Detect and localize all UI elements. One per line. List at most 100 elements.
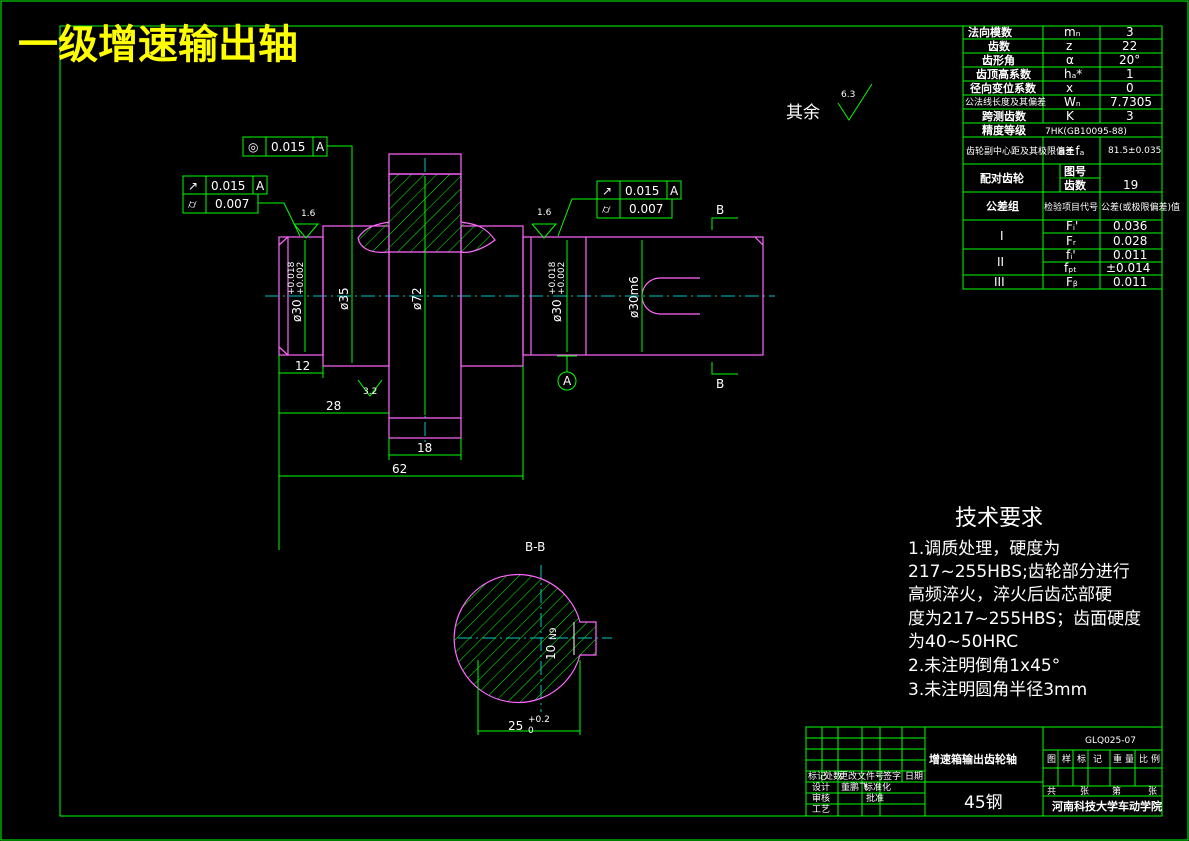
tolerance-value: 0.011 bbox=[1113, 275, 1147, 289]
dim-len-62: 62 bbox=[392, 462, 407, 476]
designer: 董鹏飞 bbox=[841, 781, 868, 793]
dim-d-30m6: ø30m6 bbox=[627, 276, 641, 318]
part-name: 增速箱输出齿轮轴 bbox=[929, 752, 1017, 766]
tf3b-symbol: ⌭ bbox=[602, 202, 611, 216]
tolerance-frame-3 bbox=[557, 180, 682, 237]
gear-section-hatch bbox=[357, 173, 496, 253]
section-width: 25 bbox=[508, 719, 523, 733]
datum-circle bbox=[557, 371, 577, 391]
tolerance-symbol: fₚₜ bbox=[1064, 261, 1077, 275]
left-label: 日期 bbox=[905, 771, 923, 782]
tf3-datum: A bbox=[670, 184, 679, 198]
tolerance-frame-1 bbox=[242, 136, 353, 228]
tf3-symbol: ↗ bbox=[602, 184, 612, 198]
tolerance-frame-2 bbox=[182, 175, 301, 237]
dim-len-18: 18 bbox=[417, 441, 432, 455]
gear-param-value: 0 bbox=[1126, 81, 1134, 95]
section-cut-mark bbox=[711, 362, 738, 375]
tf1-value: 0.015 bbox=[271, 140, 305, 154]
header-label: 比 bbox=[1139, 753, 1148, 765]
section-b-b-profile bbox=[453, 573, 597, 704]
tech-req-title: 技术要求 bbox=[955, 506, 1043, 531]
section-key-width: 10 bbox=[544, 645, 558, 660]
dim-d-35: ø35 bbox=[337, 287, 351, 310]
gear-param-spec: 7HK(GB10095-88) bbox=[1045, 127, 1127, 137]
gear-param-name: 配对齿轮 bbox=[980, 171, 1024, 185]
section-width-lo: 0 bbox=[528, 726, 534, 736]
tf1-symbol: ◎ bbox=[248, 140, 258, 154]
gear-param-name: 齿形角 bbox=[982, 53, 1015, 67]
tf2-datum: A bbox=[256, 179, 265, 193]
left-label: 标准化 bbox=[864, 781, 891, 793]
tolerance-symbol: Fᵢ' bbox=[1066, 219, 1078, 233]
left-label: 设计 bbox=[812, 781, 830, 793]
tolerance-group: III bbox=[994, 275, 1005, 289]
left-label: 更改文件号 bbox=[839, 770, 884, 782]
section-cut-mark bbox=[711, 217, 738, 230]
gear-param-name: 公差组 bbox=[986, 199, 1019, 213]
section-key-tol: N9 bbox=[549, 627, 559, 640]
gear-param-symbol: x bbox=[1066, 81, 1073, 95]
tolerance-value: ±0.014 bbox=[1106, 261, 1150, 275]
dim-d-right-tol: +0.002 bbox=[557, 262, 567, 295]
tolerance-symbol: Fᵣ bbox=[1066, 234, 1077, 248]
sheet-label: 张 bbox=[1148, 786, 1157, 797]
left-label: 批准 bbox=[866, 792, 884, 804]
gear-param-value: 3 bbox=[1126, 109, 1134, 123]
gear-param-value: 81.5±0.035 bbox=[1108, 146, 1161, 156]
gear-param-name: 精度等级 bbox=[982, 123, 1027, 137]
tolerance-value: 0.028 bbox=[1113, 234, 1147, 248]
dim-d-72: ø72 bbox=[410, 287, 424, 310]
tf3-value: 0.015 bbox=[625, 184, 659, 198]
drawing-number: GLQ025-07 bbox=[1085, 736, 1136, 746]
shaft-outline bbox=[278, 153, 764, 439]
drawing-title: 一级增速输出轴 bbox=[18, 22, 298, 68]
tolerance-value: 0.011 bbox=[1113, 248, 1147, 262]
cut-label-bottom: B bbox=[716, 377, 724, 391]
tech-req-line: 为40~50HRC bbox=[908, 632, 1018, 652]
header-label: 图 bbox=[1047, 754, 1056, 765]
dim-d-left-tol: +0.018 bbox=[287, 261, 297, 295]
roughness-value: 1.6 bbox=[537, 208, 552, 218]
tech-req-line: 3.未注明圆角半径3mm bbox=[908, 680, 1087, 700]
dim-d-left-tol: +0.002 bbox=[296, 262, 306, 295]
cut-label-top: B bbox=[716, 203, 724, 217]
dim-d-right-tol: +0.018 bbox=[548, 261, 558, 295]
roughness-symbol bbox=[837, 83, 873, 121]
gear-param-name: 齿数 bbox=[988, 39, 1011, 53]
left-label: 工艺 bbox=[812, 804, 830, 815]
gear-param-value: 3 bbox=[1126, 25, 1134, 39]
header-label: 记 bbox=[1093, 754, 1102, 765]
gear-param-name: 径向变位系数 bbox=[970, 81, 1037, 95]
surface-note-roughness: 6.3 bbox=[841, 90, 855, 100]
tolerance-group: I bbox=[1000, 229, 1004, 243]
tech-req-line: 217~255HBS;齿轮部分进行 bbox=[908, 562, 1130, 582]
roughness-value: 3.2 bbox=[363, 387, 377, 397]
tf3b-value: 0.007 bbox=[629, 202, 663, 216]
gear-param-value: 22 bbox=[1122, 39, 1137, 53]
gear-param-name: 齿轮副中心距及其极限偏差 bbox=[966, 145, 1074, 157]
dim-d-left: ø30 bbox=[290, 299, 304, 322]
roughness-value: 1.6 bbox=[301, 209, 316, 219]
header-label: 重 bbox=[1113, 753, 1122, 765]
gear-param-name: 公法线长度及其偏差 bbox=[965, 96, 1046, 108]
gear-param-value: 20° bbox=[1119, 53, 1140, 67]
tf2b-symbol: ⌭ bbox=[188, 197, 197, 211]
gear-parameter-table bbox=[962, 25, 1163, 290]
gear-param-symbol: K bbox=[1066, 109, 1075, 123]
left-label: 审核 bbox=[812, 792, 830, 804]
left-label: 签字 bbox=[883, 770, 901, 782]
gear-param-symbol: a±fₐ bbox=[1058, 144, 1084, 158]
tech-req-line: 度为217~255HBS；齿面硬度 bbox=[908, 609, 1141, 629]
gear-param-symbol: mₙ bbox=[1064, 25, 1081, 39]
sheet-label: 第 bbox=[1112, 785, 1121, 797]
roughness-mark bbox=[531, 223, 558, 239]
header-label: 标 bbox=[1077, 753, 1086, 765]
left-label: 处数 bbox=[824, 770, 842, 782]
surface-note-label: 其余 bbox=[786, 103, 820, 123]
gear-param-symbol: hₐ* bbox=[1064, 67, 1082, 81]
inner-border bbox=[59, 25, 1163, 817]
tolerance-group: II bbox=[997, 255, 1004, 269]
header-label: 样 bbox=[1062, 753, 1071, 765]
